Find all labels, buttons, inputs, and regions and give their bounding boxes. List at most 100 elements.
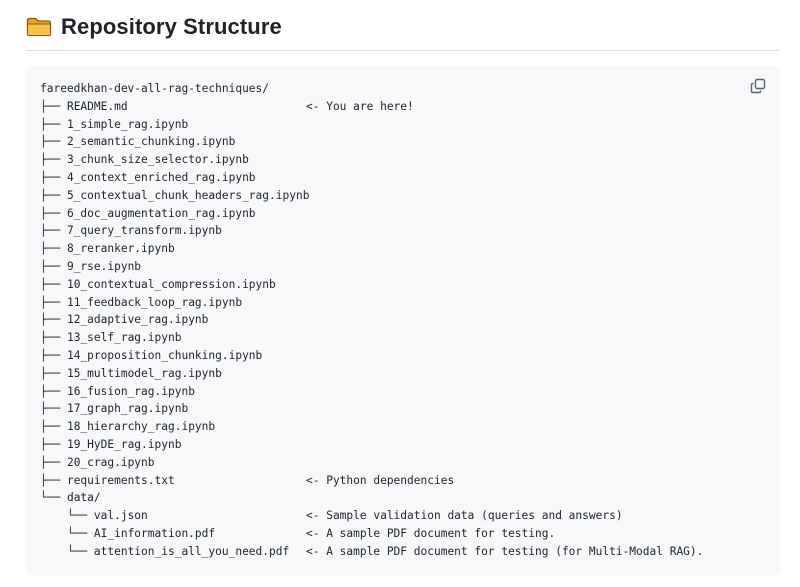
tree-entry: └── val.json <- Sample validation data (q… — [40, 507, 703, 525]
tree-entry-path: └── AI_information.pdf — [40, 525, 306, 543]
tree-branch-glyph: ├── — [40, 188, 67, 202]
tree-entry-name: data/ — [66, 491, 101, 505]
tree-entry-path: ├── requirements.txt — [40, 472, 306, 490]
tree-entry-name: 13_self_rag.ipynb — [66, 331, 182, 345]
tree-entry-name: 5_contextual_chunk_headers_rag.ipynb — [66, 188, 310, 202]
tree-entry-comment: <- A sample PDF document for testing (fo… — [306, 544, 704, 558]
tree-entry: ├── 11_feedback_loop_rag.ipynb — [40, 294, 703, 312]
tree-entry-path: ├── 10_contextual_compression.ipynb — [40, 276, 306, 294]
tree-entry-comment: <- You are here! — [306, 99, 414, 113]
tree-entry-path: └── attention_is_all_you_need.pdf — [40, 543, 306, 561]
tree-root: fareedkhan-dev-all-rag-techniques/ — [40, 80, 703, 98]
tree-entry: ├── 7_query_transform.ipynb — [40, 222, 703, 240]
tree-entry-path: ├── 12_adaptive_rag.ipynb — [40, 311, 306, 329]
tree-entry: ├── 18_hierarchy_rag.ipynb — [40, 418, 703, 436]
tree-entry-path: ├── 20_crag.ipynb — [40, 454, 306, 472]
tree-entry: └── data/ — [40, 489, 703, 507]
tree-entry-path: ├── 2_semantic_chunking.ipynb — [40, 133, 306, 151]
tree-entry-path: ├── 11_feedback_loop_rag.ipynb — [40, 294, 306, 312]
tree-branch-glyph: ├── — [40, 99, 67, 113]
tree-entry-path: ├── 14_proposition_chunking.ipynb — [40, 347, 306, 365]
tree-entry-path: ├── 8_reranker.ipynb — [40, 240, 306, 258]
tree-entry-name: 14_proposition_chunking.ipynb — [66, 348, 263, 362]
tree-entry-name: AI_information.pdf — [93, 526, 216, 540]
tree-entry-path: ├── 7_query_transform.ipynb — [40, 222, 306, 240]
section-heading: Repository Structure — [26, 14, 780, 51]
tree-branch-glyph: ├── — [40, 259, 67, 273]
tree-branch-glyph: ├── — [40, 473, 67, 487]
tree-entry-name: 17_graph_rag.ipynb — [66, 402, 189, 416]
tree-root-label: fareedkhan-dev-all-rag-techniques/ — [40, 82, 270, 95]
tree-entry: ├── 6_doc_augmentation_rag.ipynb — [40, 205, 703, 223]
tree-branch-glyph: ├── — [40, 402, 67, 416]
tree-entry-path: ├── 18_hierarchy_rag.ipynb — [40, 418, 306, 436]
tree-entry: ├── 5_contextual_chunk_headers_rag.ipynb — [40, 187, 703, 205]
copy-button[interactable] — [748, 76, 768, 96]
tree-entry: ├── 4_context_enriched_rag.ipynb — [40, 169, 703, 187]
tree-entry-name: 2_semantic_chunking.ipynb — [66, 135, 236, 149]
tree-entry-name: 15_multimodel_rag.ipynb — [66, 366, 222, 380]
tree-entry-path: ├── 16_fusion_rag.ipynb — [40, 383, 306, 401]
tree-entry: ├── 9_rse.ipynb — [40, 258, 703, 276]
tree-branch-glyph: ├── — [40, 242, 67, 256]
tree-entry-name: 18_hierarchy_rag.ipynb — [66, 420, 216, 434]
tree-branch-glyph: ├── — [40, 135, 67, 149]
tree-entry: ├── 16_fusion_rag.ipynb — [40, 383, 703, 401]
tree-entry-path: ├── 17_graph_rag.ipynb — [40, 400, 306, 418]
tree-branch-glyph: ├── — [40, 295, 67, 309]
tree-entry-name: 10_contextual_compression.ipynb — [66, 277, 276, 291]
tree-entry: ├── 13_self_rag.ipynb — [40, 329, 703, 347]
tree-entry-path: ├── 6_doc_augmentation_rag.ipynb — [40, 205, 306, 223]
tree-entry-path: ├── 5_contextual_chunk_headers_rag.ipynb — [40, 187, 310, 205]
tree-entry: ├── README.md<- You are here! — [40, 98, 703, 116]
tree-branch-glyph: ├── — [40, 348, 67, 362]
tree-branch-glyph: ├── — [40, 420, 67, 434]
tree-entry: ├── 8_reranker.ipynb — [40, 240, 703, 258]
tree-entry: ├── 12_adaptive_rag.ipynb — [40, 311, 703, 329]
tree-entry-name: val.json — [93, 509, 148, 523]
tree-entry-comment: <- A sample PDF document for testing. — [306, 526, 556, 540]
tree-entry: └── AI_information.pdf<- A sample PDF do… — [40, 525, 703, 543]
file-tree: fareedkhan-dev-all-rag-techniques/ ├── R… — [40, 80, 703, 561]
tree-entry: ├── 20_crag.ipynb — [40, 454, 703, 472]
tree-entry-comment: <- Sample validation data (queries and a… — [306, 509, 623, 523]
tree-entry: ├── 10_contextual_compression.ipynb — [40, 276, 703, 294]
tree-entry-path: ├── 4_context_enriched_rag.ipynb — [40, 169, 306, 187]
tree-entry-name: attention_is_all_you_need.pdf — [93, 544, 290, 558]
tree-branch-glyph: ├── — [40, 170, 67, 184]
tree-entry-name: README.md — [66, 99, 128, 113]
tree-branch-glyph: └── — [40, 526, 94, 540]
tree-entry-path: ├── 19_HyDE_rag.ipynb — [40, 436, 306, 454]
tree-entry: ├── 19_HyDE_rag.ipynb — [40, 436, 703, 454]
tree-entry-name: 12_adaptive_rag.ipynb — [66, 313, 209, 327]
tree-entry-path: ├── 3_chunk_size_selector.ipynb — [40, 151, 306, 169]
tree-entry: ├── 15_multimodel_rag.ipynb — [40, 365, 703, 383]
tree-entry: └── attention_is_all_you_need.pdf<- A sa… — [40, 543, 703, 561]
tree-entry-path: ├── 1_simple_rag.ipynb — [40, 116, 306, 134]
tree-entry-path: ├── 15_multimodel_rag.ipynb — [40, 365, 306, 383]
tree-entry-path: ├── 13_self_rag.ipynb — [40, 329, 306, 347]
tree-branch-glyph: ├── — [40, 117, 67, 131]
tree-branch-glyph: ├── — [40, 224, 67, 238]
tree-entry-name: 20_crag.ipynb — [66, 455, 155, 469]
tree-entry-name: 16_fusion_rag.ipynb — [66, 384, 195, 398]
tree-entry-path: ├── README.md — [40, 98, 306, 116]
tree-entry-name: 1_simple_rag.ipynb — [66, 117, 189, 131]
tree-branch-glyph: └── — [40, 509, 94, 523]
code-block: fareedkhan-dev-all-rag-techniques/ ├── R… — [26, 66, 780, 576]
tree-entry: ├── 14_proposition_chunking.ipynb — [40, 347, 703, 365]
tree-branch-glyph: ├── — [40, 384, 67, 398]
tree-branch-glyph: ├── — [40, 331, 67, 345]
tree-entry-comment: <- Python dependencies — [306, 473, 455, 487]
tree-branch-glyph: └── — [40, 544, 94, 558]
tree-entry-name: 19_HyDE_rag.ipynb — [66, 437, 182, 451]
tree-entry: ├── 3_chunk_size_selector.ipynb — [40, 151, 703, 169]
tree-branch-glyph: ├── — [40, 153, 67, 167]
tree-branch-glyph: ├── — [40, 366, 67, 380]
tree-entry-path: └── data/ — [40, 489, 306, 507]
tree-entry-name: 4_context_enriched_rag.ipynb — [66, 170, 256, 184]
section-title: Repository Structure — [61, 14, 282, 39]
tree-entry-path: ├── 9_rse.ipynb — [40, 258, 306, 276]
tree-entry-name: 7_query_transform.ipynb — [66, 224, 222, 238]
tree-entry-name: requirements.txt — [66, 473, 175, 487]
